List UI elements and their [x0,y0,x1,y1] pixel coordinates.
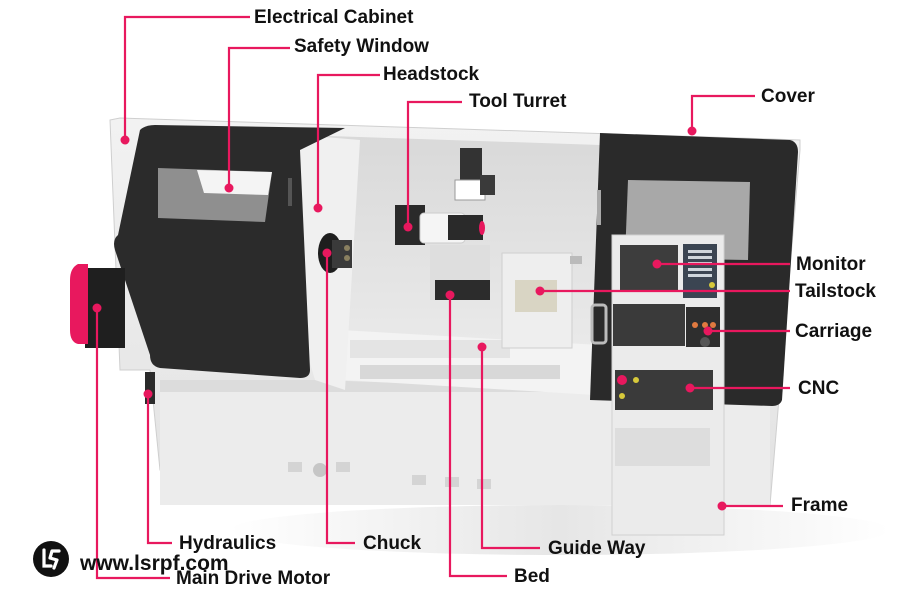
label-bed: Bed [514,566,550,587]
label-frame: Frame [791,495,849,516]
main-drive-motor-part [70,264,125,348]
left-door [114,125,345,378]
hydraulics-part [145,372,155,404]
label-monitor: Monitor [796,254,866,275]
label-electrical-cabinet: Electrical Cabinet [254,7,414,28]
lsrpf-logo-icon [33,541,69,577]
tailstock-part [501,252,582,349]
leader-dots [92,126,727,511]
label-headstock: Headstock [383,64,480,85]
label-main-drive-motor: Main Drive Motor [176,568,331,589]
floor-shadow [230,505,890,555]
label-tailstock: Tailstock [795,281,876,302]
leader-lines [95,15,790,580]
label-safety-window: Safety Window [294,36,429,57]
label-carriage: Carriage [795,321,873,342]
label-guide-way: Guide Way [548,538,646,559]
control-panel [611,234,725,536]
label-tool-turret: Tool Turret [469,91,567,112]
label-chuck: Chuck [363,533,422,554]
label-cover: Cover [761,86,815,107]
label-hydraulics: Hydraulics [179,533,277,554]
tool-turret-part [395,148,495,300]
label-cnc: CNC [798,378,840,399]
watermark-url: www.lsrpf.com [80,552,229,575]
